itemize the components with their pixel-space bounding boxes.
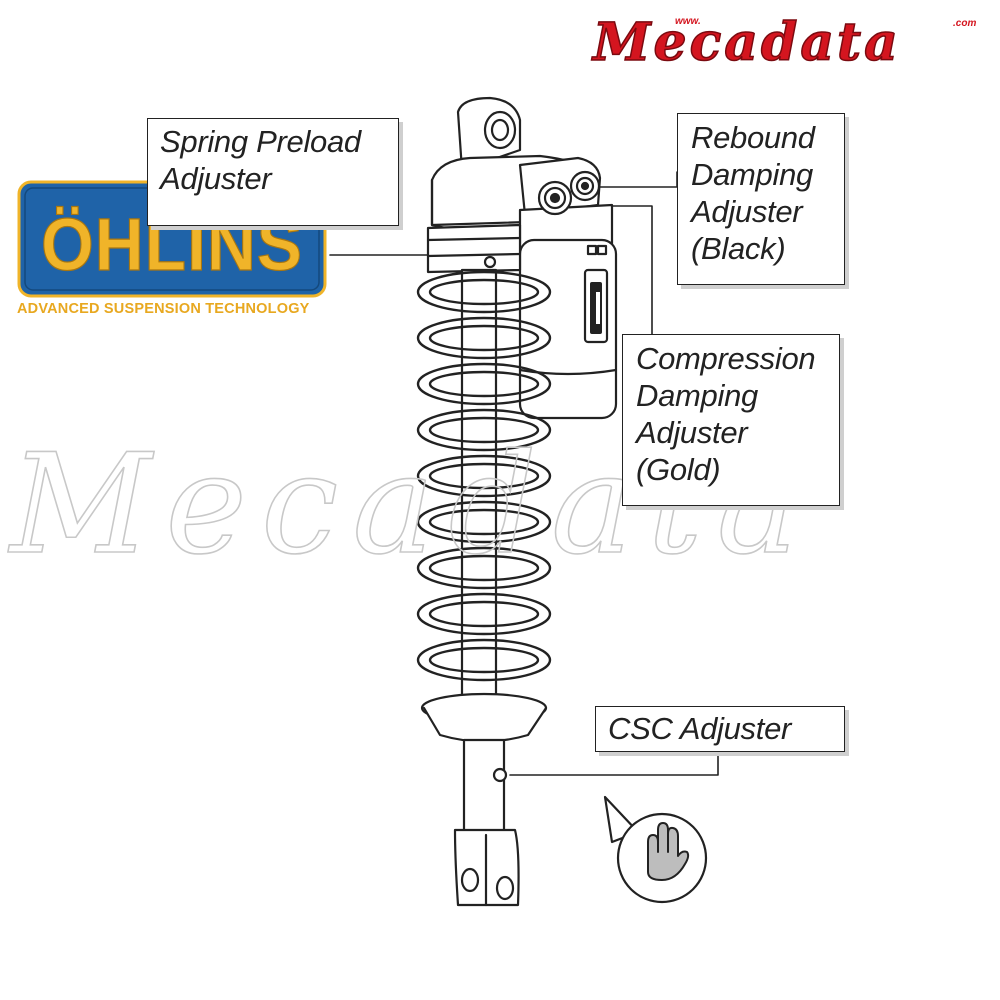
hand-icon (603, 795, 708, 904)
csc-line-1: CSC Adjuster (608, 711, 792, 746)
rebound-line-3: Adjuster (691, 194, 803, 229)
compression-callout: Compression Damping Adjuster (Gold) (622, 334, 840, 506)
lower-clevis (453, 738, 520, 907)
rebound-line-4: (Black) (691, 231, 786, 266)
ohlins-wordmark: ÖHLINS (41, 203, 303, 286)
spring-preload-callout: Spring Preload Adjuster (147, 118, 399, 226)
spring-preload-line-2: Adjuster (160, 161, 272, 196)
csc-callout: CSC Adjuster (595, 706, 845, 752)
compression-line-1: Compression (636, 341, 816, 376)
adjuster-knobs (537, 170, 601, 216)
preload-collar (426, 223, 522, 274)
rebound-line-2: Damping (691, 157, 813, 192)
top-eye-mount (456, 96, 522, 172)
damper-body (460, 268, 498, 702)
lower-spring-seat (420, 692, 548, 743)
compression-line-3: Adjuster (636, 415, 748, 450)
rebound-line-1: Rebound (691, 120, 815, 155)
logo-prefix: www. (675, 16, 701, 27)
mecadata-logo: www. .com Mecadata (590, 11, 976, 68)
ohlins-tagline: ADVANCED SUSPENSION TECHNOLOGY (17, 301, 310, 317)
spring-coils (416, 270, 552, 682)
spring-preload-line-1: Spring Preload (160, 124, 361, 159)
logo-brand: Mecadata (591, 12, 901, 68)
compression-line-4: (Gold) (636, 452, 721, 487)
logo-suffix: .com (953, 18, 976, 29)
rebound-callout: Rebound Damping Adjuster (Black) (677, 113, 845, 285)
compression-line-2: Damping (636, 378, 758, 413)
